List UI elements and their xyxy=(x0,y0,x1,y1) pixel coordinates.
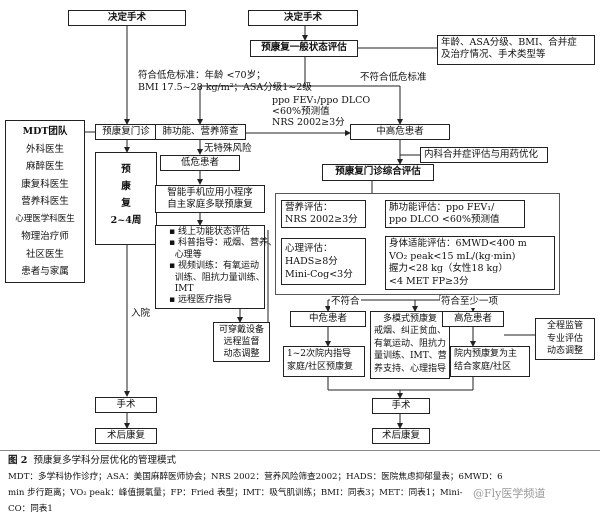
full-monitor-line: 全程监管 xyxy=(546,321,583,331)
lung-eval-line: ppo DLCO <60%预测值 xyxy=(389,214,500,225)
general-eval-item: 及治疗情况、手术类型等 xyxy=(441,49,546,60)
low-risk-patient-box: 低危患者 xyxy=(160,155,240,171)
prehab-period-duration: 2~4周 xyxy=(110,215,142,226)
high-risk-box: 高危患者 xyxy=(442,311,504,327)
app-item: ▪ 远程医疗指导 xyxy=(169,295,232,306)
internal-med-eval-box: 内科合并症评估与用药优化 xyxy=(420,147,548,163)
smart-app-line: 智能手机应用小程序 xyxy=(167,187,253,198)
physical-eval-line: VO₂ peak<15 mL/(kg·min) xyxy=(389,250,516,262)
mdt-member: 外科医生 xyxy=(25,143,64,155)
ppo-criteria-line: <60%预测值 xyxy=(272,106,330,117)
app-item: IMT xyxy=(174,284,194,295)
multimodal-prehab-box: 多模式预康复 戒烟、纠正贫血、 有氧运动、阻抗力 量训练、IMT、营 养支持、心… xyxy=(370,311,450,379)
clinic-comprehensive-eval-box: 预康复门诊综合评估 xyxy=(322,164,434,181)
app-items-box: ▪ 线上功能状态评估 ▪ 科普指导：戒烟、营养、 心理等 ▪ 视频训练：有氧运动… xyxy=(155,225,277,309)
ppo-criteria-line: NRS 2002≥3分 xyxy=(272,117,345,128)
physical-eval-line: <4 MET FP≥3分 xyxy=(389,275,469,287)
watermark: @Fly医学频道 xyxy=(470,488,549,500)
multimodal-item: 戒烟、纠正贫血、 xyxy=(374,326,447,337)
mid-risk-box: 中危患者 xyxy=(290,311,366,327)
nutrition-eval-line: NRS 2002≥3分 xyxy=(285,214,358,225)
ppo-criteria-line: ppo FEV₁/ppo DLCO xyxy=(272,95,371,106)
app-item: 训练、阻抗力量训练、 xyxy=(174,272,265,283)
meets-low-risk-line: BMI 17.5~28 kg/m²；ASA分级1~2级 xyxy=(138,82,312,93)
mdt-member: 心理医学科医生 xyxy=(15,213,75,224)
hospital-prehab-line: 院内预康复为主 xyxy=(454,349,518,359)
post-rehab-box-left: 术后康复 xyxy=(95,428,157,444)
abbreviation-line: min 步行距离；VO₂ peak：峰值摄氧量；FP：Fried 表型；IMT：… xyxy=(8,488,463,498)
psych-eval-line: HADS≥8分 xyxy=(285,256,338,267)
meets-low-risk-label: 符合低危标准：年龄 <70岁； BMI 17.5~28 kg/m²；ASA分级1… xyxy=(138,70,312,94)
smart-app-box: 智能手机应用小程序 自主家庭多联预康复 xyxy=(155,185,265,213)
mdt-member: 康复科医生 xyxy=(21,178,69,190)
app-item: 心理等 xyxy=(174,249,202,260)
wearable-line: 远程监督 xyxy=(223,337,260,347)
hospital-prehab-box: 院内预康复为主 结合家庭/社区 xyxy=(450,346,530,377)
figure-caption-title-line: 图 2 预康复多学科分层优化的管理模式 xyxy=(8,455,176,467)
prehab-period-char: 复 xyxy=(121,198,131,209)
caption-divider xyxy=(0,450,600,451)
mdt-member: 营养科医生 xyxy=(21,196,69,207)
decide-surgery-box-left: 决定手术 xyxy=(68,10,186,26)
figure-label: 图 2 xyxy=(8,455,28,466)
app-item: ▪ 科普指导：戒烟、营养、 xyxy=(169,238,277,249)
wearable-line: 动态调整 xyxy=(223,349,260,359)
meets-at-least-one-label: 符合至少一项 xyxy=(440,296,500,308)
full-monitor-box: 全程监管 专业评估 动态调整 xyxy=(535,318,595,360)
physical-eval-line: 握力<28 kg（女性18 kg） xyxy=(389,263,508,274)
prehab-clinic-box: 预康复门诊 xyxy=(95,124,157,140)
abbreviation-line: CO：同表1 xyxy=(8,504,53,514)
post-rehab-box-right: 术后康复 xyxy=(372,428,430,444)
wearable-box: 可穿戴设备 远程监督 动态调整 xyxy=(213,322,270,362)
not-meets-low-risk-label: 不符合低危标准 xyxy=(360,72,427,83)
psych-eval-line: 心理评估： xyxy=(285,243,333,254)
surgery-box-right: 手术 xyxy=(372,398,430,414)
decide-surgery-box-right: 决定手术 xyxy=(248,10,358,26)
nutrition-eval-line: 营养评估： xyxy=(285,202,333,213)
nutrition-eval-box: 营养评估： NRS 2002≥3分 xyxy=(281,200,366,228)
app-item: ▪ 视频训练：有氧运动 xyxy=(169,261,259,272)
mid-high-risk-box: 中高危患者 xyxy=(350,124,450,140)
psych-eval-line: Mini-Cog<3分 xyxy=(285,269,353,280)
ppo-criteria-label: ppo FEV₁/ppo DLCO <60%预测值 NRS 2002≥3分 xyxy=(272,95,370,128)
physical-eval-box: 身体适能评估：6MWD<400 m VO₂ peak<15 mL/(kg·min… xyxy=(385,236,555,290)
mdt-member: 患者与家属 xyxy=(21,266,69,277)
hospital-prehab-line: 结合家庭/社区 xyxy=(454,362,512,372)
physical-eval-line: 身体适能评估：6MWD<400 m xyxy=(389,238,527,249)
multimodal-item: 量训练、IMT、营 xyxy=(374,351,447,362)
general-eval-box: 预康复一般状态评估 xyxy=(250,40,358,57)
abbreviation-line: MDT：多学科协作诊疗；ASA：美国麻醉医师协会；NRS 2002：营养风险筛查… xyxy=(8,472,503,482)
mdt-member: 麻醉医生 xyxy=(25,161,64,172)
full-monitor-line: 专业评估 xyxy=(546,333,583,344)
hospital-guidance-box: 1~2次院内指导 家庭/社区预康复 xyxy=(283,346,365,377)
prehab-period-char: 预 xyxy=(121,164,131,175)
mdt-team-title: MDT团队 xyxy=(22,126,68,137)
mdt-team-box: MDT团队 外科医生 麻醉医生 康复科医生 营养科医生 心理医学科医生 物理治疗… xyxy=(5,120,85,283)
psych-eval-box: 心理评估： HADS≥8分 Mini-Cog<3分 xyxy=(281,238,366,285)
prehab-period-box: 预 康 复 2~4周 xyxy=(95,152,157,245)
full-monitor-line: 动态调整 xyxy=(546,346,583,356)
smart-app-line: 自主家庭多联预康复 xyxy=(167,199,253,210)
lung-nutrition-screen-box: 肺功能、营养筛查 xyxy=(155,124,246,140)
meets-low-risk-line: 符合低危标准：年龄 <70岁； xyxy=(138,70,266,81)
hospital-guidance-line: 1~2次院内指导 xyxy=(287,349,351,359)
hospital-guidance-line: 家庭/社区预康复 xyxy=(287,362,354,372)
figure-title: 预康复多学科分层优化的管理模式 xyxy=(33,455,176,466)
surgery-box-left: 手术 xyxy=(95,397,157,413)
multimodal-item: 养支持、心理指导 xyxy=(374,363,447,374)
no-special-risk-label: 无特殊风险 xyxy=(204,143,252,154)
lung-eval-line: 肺功能评估：ppo FEV₁/ xyxy=(389,202,495,213)
lung-eval-box: 肺功能评估：ppo FEV₁/ ppo DLCO <60%预测值 xyxy=(385,200,525,228)
mdt-member: 社区医生 xyxy=(25,248,64,260)
general-eval-item: 年龄、ASA分级、BMI、合并症 xyxy=(441,37,577,48)
general-eval-items-box: 年龄、ASA分级、BMI、合并症 及治疗情况、手术类型等 xyxy=(437,35,595,65)
mdt-member: 物理治疗师 xyxy=(21,231,69,242)
wearable-line: 可穿戴设备 xyxy=(218,325,264,335)
multimodal-item: 有氧运动、阻抗力 xyxy=(374,338,447,349)
app-item: ▪ 线上功能状态评估 xyxy=(169,227,250,237)
admission-label: 入院 xyxy=(131,308,151,319)
not-meets-label: 不符合 xyxy=(330,296,361,308)
prehab-period-char: 康 xyxy=(121,181,131,192)
multimodal-prehab-title: 多模式预康复 xyxy=(382,314,437,324)
